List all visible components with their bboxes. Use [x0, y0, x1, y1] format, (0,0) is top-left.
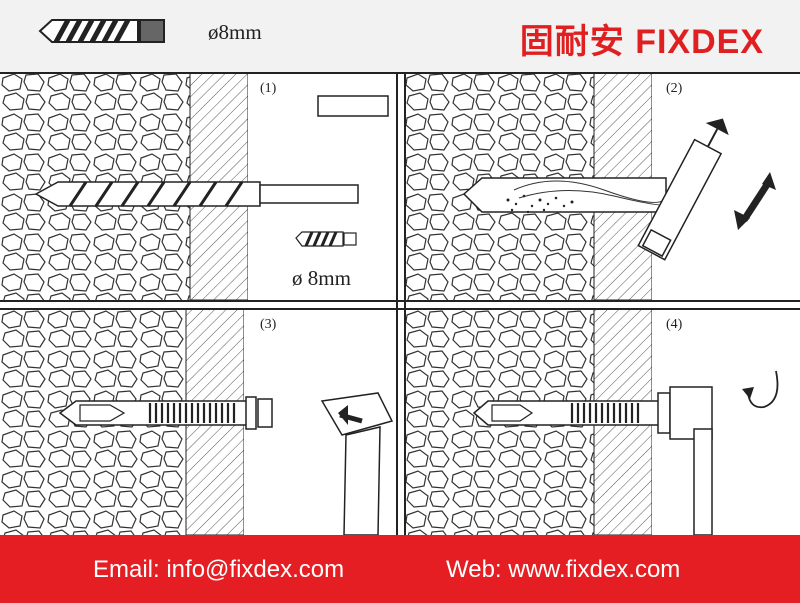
drill-bit-icon [38, 18, 165, 44]
step-2-label: (2) [666, 81, 683, 96]
step-3-panel: (3) [0, 309, 396, 535]
steps-area: (1) ø 8mm [0, 72, 800, 535]
step-3-label: (3) [260, 317, 277, 332]
step-1-label: (1) [260, 81, 277, 96]
step-2-illustration [404, 72, 800, 300]
wrench-icon [657, 386, 713, 535]
step-1-panel: (1) ø 8mm [0, 72, 396, 300]
rotate-arrow-icon [742, 370, 779, 409]
header-diameter: ø8mm [208, 20, 262, 44]
grid-line-center-left [396, 72, 398, 535]
email-text[interactable]: Email: info@fixdex.com [93, 556, 345, 583]
step-1-diameter: ø 8mm [292, 266, 351, 290]
step-4-panel: (4) [404, 309, 800, 535]
step-2-panel: (2) [404, 72, 800, 300]
small-drill-bit-icon [295, 231, 357, 247]
website-text[interactable]: Web: www.fixdex.com [446, 556, 681, 583]
hammer-icon [320, 392, 394, 535]
header: ø8mm 固耐安 FIXDEX [0, 0, 800, 72]
footer: Email: info@fixdex.com Web: www.fixdex.c… [0, 535, 800, 603]
step-3-illustration [0, 309, 396, 535]
step-4-illustration [404, 309, 800, 535]
brand-logo: 固耐安 FIXDEX [519, 23, 764, 61]
grid-line-middle-bottom [0, 308, 800, 310]
blow-pump-icon [637, 118, 729, 261]
grid-line-top [0, 72, 800, 74]
grid-line-center-right [404, 72, 406, 535]
grid-line-middle-top [0, 300, 800, 302]
step-4-label: (4) [666, 317, 683, 332]
step-1-illustration [0, 72, 396, 300]
double-arrow-icon [734, 172, 776, 230]
